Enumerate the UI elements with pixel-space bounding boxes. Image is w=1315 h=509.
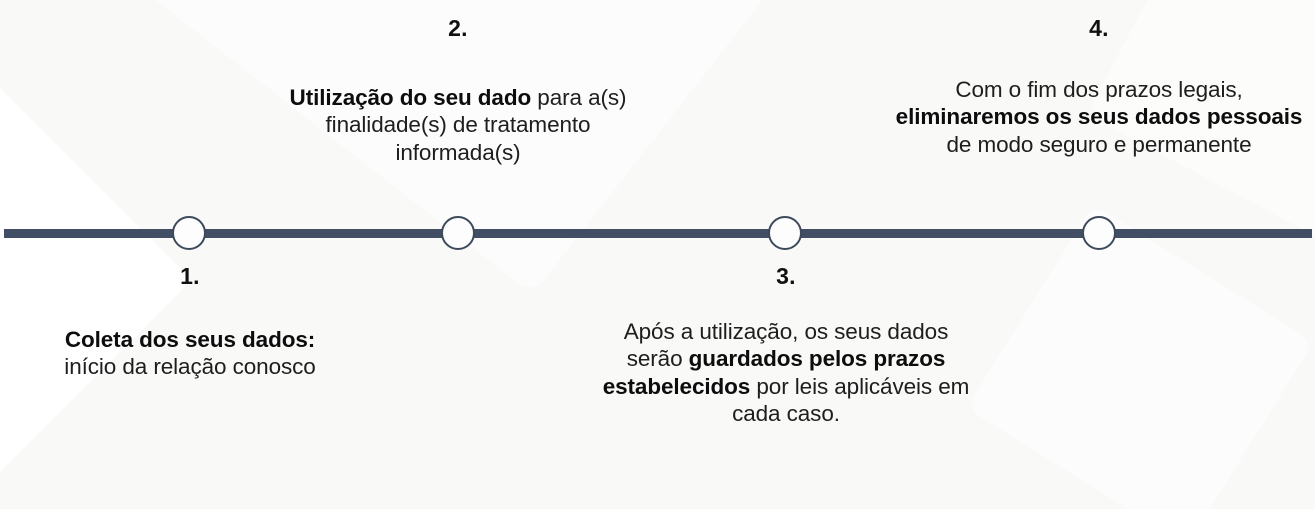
step-1-bold-lead: Coleta dos seus dados: bbox=[64, 327, 316, 353]
step-3-segment-1: Após a utilização, os seus dados serão bbox=[623, 319, 949, 372]
timeline-node-3[interactable] bbox=[768, 216, 802, 250]
step-4-segment-2: eliminaremos os seus dados pessoais bbox=[895, 104, 1303, 130]
timeline-step-3: 3. Após a utilização, os seus dados serã… bbox=[600, 262, 972, 428]
timeline-step-1: 1. Coleta dos seus dados: início da rela… bbox=[42, 262, 338, 381]
step-2-text: Utilização do seu dado para a(s) finalid… bbox=[288, 84, 628, 166]
timeline-node-1[interactable] bbox=[172, 216, 206, 250]
step-1-text: Coleta dos seus dados: início da relação… bbox=[42, 326, 338, 381]
step-2-number: 2. bbox=[448, 15, 468, 41]
step-2-bold-lead: Utilização do seu dado bbox=[289, 85, 532, 111]
step-4-text: Com o fim dos prazos legais, eliminaremo… bbox=[895, 76, 1303, 158]
step-3-number: 3. bbox=[776, 263, 796, 289]
timeline-axis bbox=[4, 229, 1312, 238]
step-4-number: 4. bbox=[1089, 15, 1109, 41]
background-shape-right bbox=[966, 204, 1314, 509]
step-1-number: 1. bbox=[180, 263, 200, 289]
step-3-segment-3: por leis aplicáveis em cada caso. bbox=[732, 373, 970, 427]
step-3-segment-2: guardados pelos prazos estabelecidos bbox=[602, 346, 946, 399]
step-2-rest: para a(s) finalidade(s) de tratamento in… bbox=[325, 85, 627, 165]
step-3-text: Após a utilização, os seus dados serão g… bbox=[600, 318, 972, 428]
timeline-step-4: 4. Com o fim dos prazos legais, eliminar… bbox=[895, 14, 1303, 158]
timeline-node-4[interactable] bbox=[1082, 216, 1116, 250]
timeline-step-2: 2. Utilização do seu dado para a(s) fina… bbox=[288, 14, 628, 166]
timeline-node-2[interactable] bbox=[441, 216, 475, 250]
step-4-segment-3: de modo seguro e permanente bbox=[946, 131, 1252, 157]
step-1-rest: início da relação conosco bbox=[64, 354, 316, 380]
step-4-segment-1: Com o fim dos prazos legais, bbox=[955, 77, 1243, 103]
